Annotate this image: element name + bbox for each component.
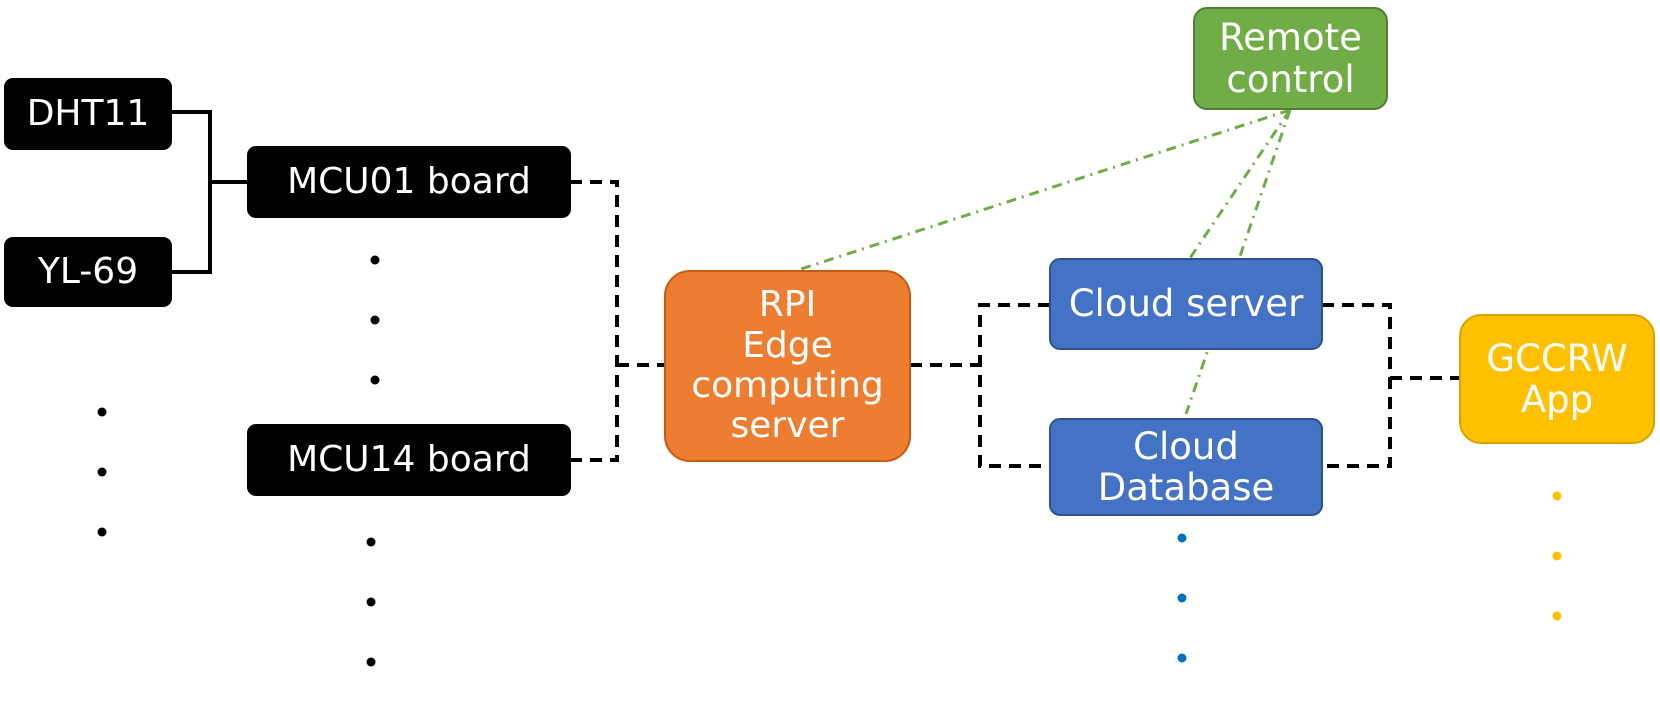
sensor-dht11: DHT11 <box>4 78 172 150</box>
mcu14-board-label: MCU14 board <box>287 438 531 480</box>
rpi-label-line3: computing <box>691 365 884 406</box>
ellipsis-dot-mcu-below-3 <box>366 657 376 667</box>
ellipsis-dot-app-3 <box>1552 611 1562 621</box>
ellipsis-dot-app-1 <box>1552 491 1562 501</box>
ellipsis-dot-mcu-3 <box>370 375 380 385</box>
ellipsis-dot-mcu-below-2 <box>366 597 376 607</box>
ellipsis-dot-app-2 <box>1552 551 1562 561</box>
mcu01-board-label: MCU01 board <box>287 160 531 202</box>
ellipsis-dot-database-3 <box>1177 653 1187 663</box>
cloud-database: Cloud Database <box>1049 418 1323 516</box>
ellipsis-dot-database-1 <box>1177 533 1187 543</box>
mcu01-board: MCU01 board <box>247 146 571 218</box>
link-mcu-bus <box>570 180 619 462</box>
app-label-line2: App <box>1520 378 1594 421</box>
link-remote-rpi <box>797 108 1291 272</box>
link-cloud-left-bus <box>978 303 1050 468</box>
mcu14-board: MCU14 board <box>247 424 571 496</box>
cloud-server: Cloud server <box>1049 258 1323 350</box>
ellipsis-dot-database-2 <box>1177 593 1187 603</box>
cloud-database-label-line2: Database <box>1097 466 1275 509</box>
ellipsis-dot-mcu-2 <box>370 315 380 325</box>
ellipsis-dot-sensors-2 <box>97 467 107 477</box>
sensor-dht11-label: DHT11 <box>26 92 150 134</box>
rpi-label-line2: Edge <box>742 324 833 366</box>
sensor-yl69: YL-69 <box>4 237 172 307</box>
rpi-label-line1: RPI <box>758 284 817 326</box>
remote-control: Remote control <box>1193 7 1388 110</box>
link-dht11-mcu01 <box>170 110 212 274</box>
link-cloud-right-bus <box>1322 303 1392 468</box>
link-remote-cloud-server <box>1188 109 1292 259</box>
cloud-database-label-line1: Cloud <box>1133 424 1239 468</box>
rpi-edge-server: RPI Edge computing server <box>664 270 911 462</box>
ellipsis-dot-mcu-1 <box>370 255 380 265</box>
rpi-label-line4: server <box>730 405 845 447</box>
app-label-line1: GCCRW <box>1486 336 1628 380</box>
ellipsis-dot-sensors-3 <box>97 527 107 537</box>
sensor-yl69-label: YL-69 <box>37 250 139 292</box>
remote-control-label-line2: control <box>1226 57 1355 101</box>
gccrw-app: GCCRW App <box>1459 314 1655 444</box>
remote-control-label-line1: Remote <box>1219 16 1362 60</box>
ellipsis-dot-mcu-below-1 <box>366 537 376 547</box>
cloud-server-label: Cloud server <box>1068 282 1304 326</box>
ellipsis-dot-sensors-1 <box>97 407 107 417</box>
